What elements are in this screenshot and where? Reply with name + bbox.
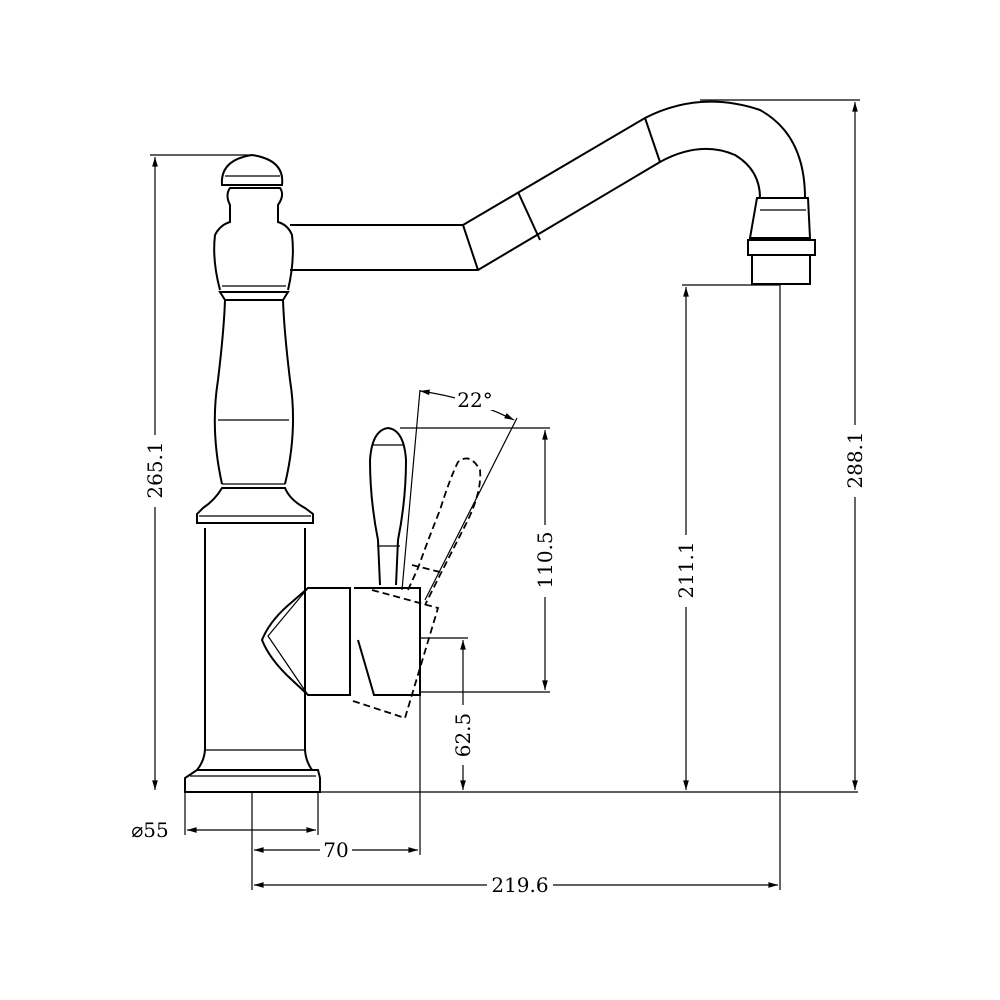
dim-label-265: 265.1 xyxy=(143,441,167,498)
dim-label-288: 288.1 xyxy=(843,431,867,488)
dim-label-110: 110.5 xyxy=(533,531,557,588)
dim-label-diameter: ⌀55 xyxy=(131,818,169,842)
dim-label-219: 219.6 xyxy=(491,873,548,897)
dim-label-70: 70 xyxy=(323,838,348,862)
dim-label-62: 62.5 xyxy=(451,713,475,758)
faucet-body xyxy=(184,100,816,793)
dimension-lines xyxy=(152,102,858,888)
extension-lines xyxy=(150,99,860,890)
dim-label-211: 211.1 xyxy=(674,541,698,598)
dim-label-angle: 22° xyxy=(457,388,492,412)
